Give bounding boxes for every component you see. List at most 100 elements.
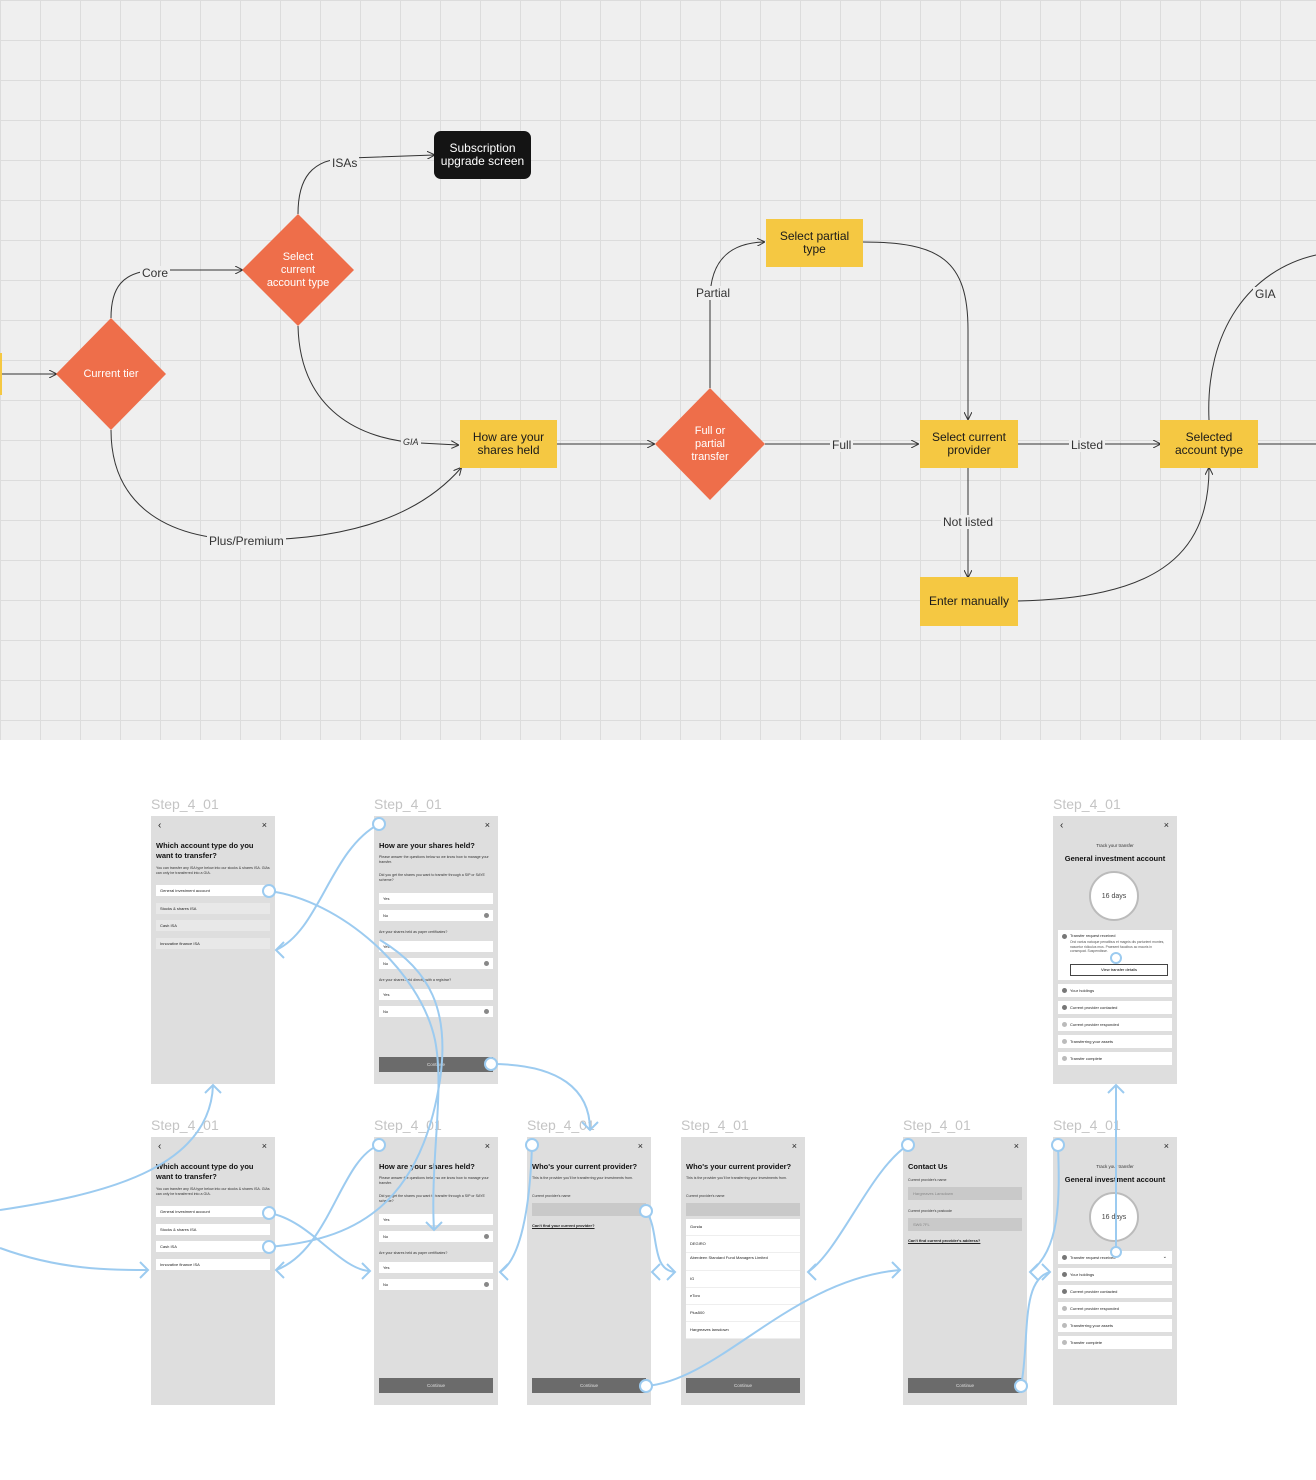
provider-option[interactable]: Gonda bbox=[686, 1219, 800, 1236]
status-dot bbox=[1062, 1289, 1067, 1294]
cant-find-address-link[interactable]: Can't find current provider's address? bbox=[908, 1238, 981, 1243]
field-label: Current provider's name bbox=[908, 1178, 947, 1182]
subscription-upgrade-node: Subscription upgrade screen bbox=[434, 131, 531, 179]
arrowhead bbox=[498, 1263, 509, 1281]
track-step-row[interactable]: Your holdings bbox=[1058, 1268, 1172, 1281]
status-dot bbox=[1062, 1272, 1067, 1277]
provider-option[interactable]: eToro bbox=[686, 1288, 800, 1305]
edge-label-listed: Listed bbox=[1069, 438, 1106, 452]
status-dot bbox=[1062, 1022, 1067, 1027]
diamond-current-tier bbox=[56, 318, 166, 430]
track-step-row[interactable]: Transferring your assets bbox=[1058, 1035, 1172, 1048]
track-step-label: Current provider contacted bbox=[1070, 1289, 1118, 1294]
close-icon[interactable]: × bbox=[1013, 1141, 1019, 1151]
answer-yes[interactable]: Yes bbox=[379, 1214, 493, 1225]
edge-label-core: Core bbox=[140, 266, 171, 280]
continue-button[interactable]: Continue bbox=[379, 1378, 493, 1393]
diamond-select-account-type bbox=[242, 214, 354, 326]
provider-name-field[interactable]: Hargreaves Lansdown bbox=[908, 1187, 1022, 1200]
provider-postcode-field[interactable]: SW6 7FL bbox=[908, 1218, 1022, 1231]
track-step-row[interactable]: Current provider contacted bbox=[1058, 1285, 1172, 1298]
question-text: Are your shares held as paper certificat… bbox=[379, 1251, 448, 1255]
track-step-row[interactable]: Transfer complete bbox=[1058, 1052, 1172, 1065]
track-step-row[interactable]: Current provider responded bbox=[1058, 1018, 1172, 1031]
provider-option[interactable]: Hargreaves lansdown bbox=[686, 1322, 800, 1339]
track-step-row[interactable]: Your holdings bbox=[1058, 984, 1172, 997]
step-label: Step_4_01 bbox=[151, 796, 219, 812]
close-icon[interactable]: × bbox=[1163, 1141, 1169, 1151]
provider-option[interactable]: Plus500 bbox=[686, 1305, 800, 1322]
field-label: Current provider's name bbox=[686, 1194, 725, 1198]
close-icon[interactable]: × bbox=[484, 820, 490, 830]
answer-label: No bbox=[383, 1009, 389, 1014]
answer-yes[interactable]: Yes bbox=[379, 941, 493, 952]
status-dot bbox=[1062, 988, 1067, 993]
view-details-button[interactable]: View transfer details bbox=[1070, 964, 1168, 976]
provider-option[interactable]: Aberdeen Standard Fund Managers Limited bbox=[686, 1253, 800, 1271]
back-icon[interactable]: ‹ bbox=[158, 820, 162, 831]
radio-selected-icon bbox=[484, 1009, 489, 1014]
proto-link bbox=[275, 1144, 380, 1271]
close-icon[interactable]: × bbox=[791, 1141, 797, 1151]
track-step-row[interactable]: Transfer request received⌄ bbox=[1058, 1251, 1172, 1264]
answer-no[interactable]: No bbox=[379, 1279, 493, 1290]
track-step-row[interactable]: Transfer complete bbox=[1058, 1336, 1172, 1349]
close-icon[interactable]: × bbox=[1163, 820, 1169, 830]
provider-option[interactable]: DEGIRO bbox=[686, 1236, 800, 1253]
option-row[interactable]: General investment account bbox=[156, 885, 270, 896]
continue-button[interactable]: Continue bbox=[532, 1378, 646, 1393]
screen-description: This is the provider you'll be transferr… bbox=[686, 1176, 787, 1180]
track-step-row[interactable]: Current provider contacted bbox=[1058, 1001, 1172, 1014]
continue-button[interactable]: Continue bbox=[379, 1057, 493, 1072]
answer-yes[interactable]: Yes bbox=[379, 1262, 493, 1273]
close-icon[interactable]: × bbox=[261, 820, 267, 830]
step-label: Step_4_01 bbox=[1053, 796, 1121, 812]
close-icon[interactable]: × bbox=[261, 1141, 267, 1151]
provider-search-input[interactable] bbox=[686, 1203, 800, 1216]
select-account-type-label: Select current account type bbox=[266, 250, 330, 289]
option-row[interactable]: Stocks & shares ISA bbox=[156, 1224, 270, 1235]
arrowhead bbox=[1041, 1263, 1052, 1281]
provider-option[interactable]: IG bbox=[686, 1271, 800, 1288]
edge-label-gia-lower: GIA bbox=[401, 435, 421, 449]
answer-no[interactable]: No bbox=[379, 910, 493, 921]
frame-contact-us: × Contact Us Current provider's name Har… bbox=[903, 1137, 1027, 1405]
continue-button[interactable]: Continue bbox=[686, 1378, 800, 1393]
chevron-down-icon[interactable]: ⌄ bbox=[1162, 1254, 1167, 1260]
track-step-row[interactable]: Current provider responded bbox=[1058, 1302, 1172, 1315]
cant-find-provider-link[interactable]: Can't find your current provider? bbox=[532, 1223, 595, 1228]
option-row[interactable]: Stocks & shares ISA bbox=[156, 903, 270, 914]
selected-account-type-node: Selected account type bbox=[1160, 420, 1258, 468]
track-step-label: Your holdings bbox=[1070, 1272, 1095, 1277]
expanded-step-card[interactable]: Transfer request received Orci varius na… bbox=[1058, 930, 1172, 980]
option-row[interactable]: Innovative finance ISA bbox=[156, 1259, 270, 1270]
arrowhead bbox=[274, 1261, 285, 1279]
close-icon[interactable]: × bbox=[484, 1141, 490, 1151]
option-row[interactable]: Innovative finance ISA bbox=[156, 938, 270, 949]
question-text: Are your shares held as paper certificat… bbox=[379, 930, 448, 934]
answer-label: No bbox=[383, 1234, 389, 1239]
proto-link bbox=[268, 1212, 371, 1272]
arrowhead bbox=[139, 1261, 150, 1279]
close-icon[interactable]: × bbox=[637, 1141, 643, 1151]
answer-no[interactable]: No bbox=[379, 1006, 493, 1017]
provider-search-input[interactable] bbox=[532, 1203, 646, 1216]
screen-title: Which account type do you want to transf… bbox=[156, 1162, 254, 1181]
answer-yes[interactable]: Yes bbox=[379, 989, 493, 1000]
continue-button[interactable]: Continue bbox=[908, 1378, 1022, 1393]
answer-no[interactable]: No bbox=[379, 958, 493, 969]
track-subtitle: Track your transfer bbox=[1096, 843, 1134, 848]
answer-no[interactable]: No bbox=[379, 1231, 493, 1242]
back-icon[interactable]: ‹ bbox=[1060, 820, 1064, 831]
option-row[interactable]: Cash ISA bbox=[156, 920, 270, 931]
option-row[interactable]: Cash ISA bbox=[156, 1241, 270, 1252]
edge-label-gia-right: GIA bbox=[1253, 287, 1278, 301]
step-label: Step_4_01 bbox=[1053, 1117, 1121, 1133]
days-ring: 16 days bbox=[1089, 871, 1139, 921]
option-row[interactable]: General investment account bbox=[156, 1206, 270, 1217]
arrowhead bbox=[806, 1263, 817, 1281]
current-tier-label: Current tier bbox=[83, 367, 139, 380]
back-icon[interactable]: ‹ bbox=[158, 1141, 162, 1152]
track-step-row[interactable]: Transferring your assets bbox=[1058, 1319, 1172, 1332]
answer-yes[interactable]: Yes bbox=[379, 893, 493, 904]
